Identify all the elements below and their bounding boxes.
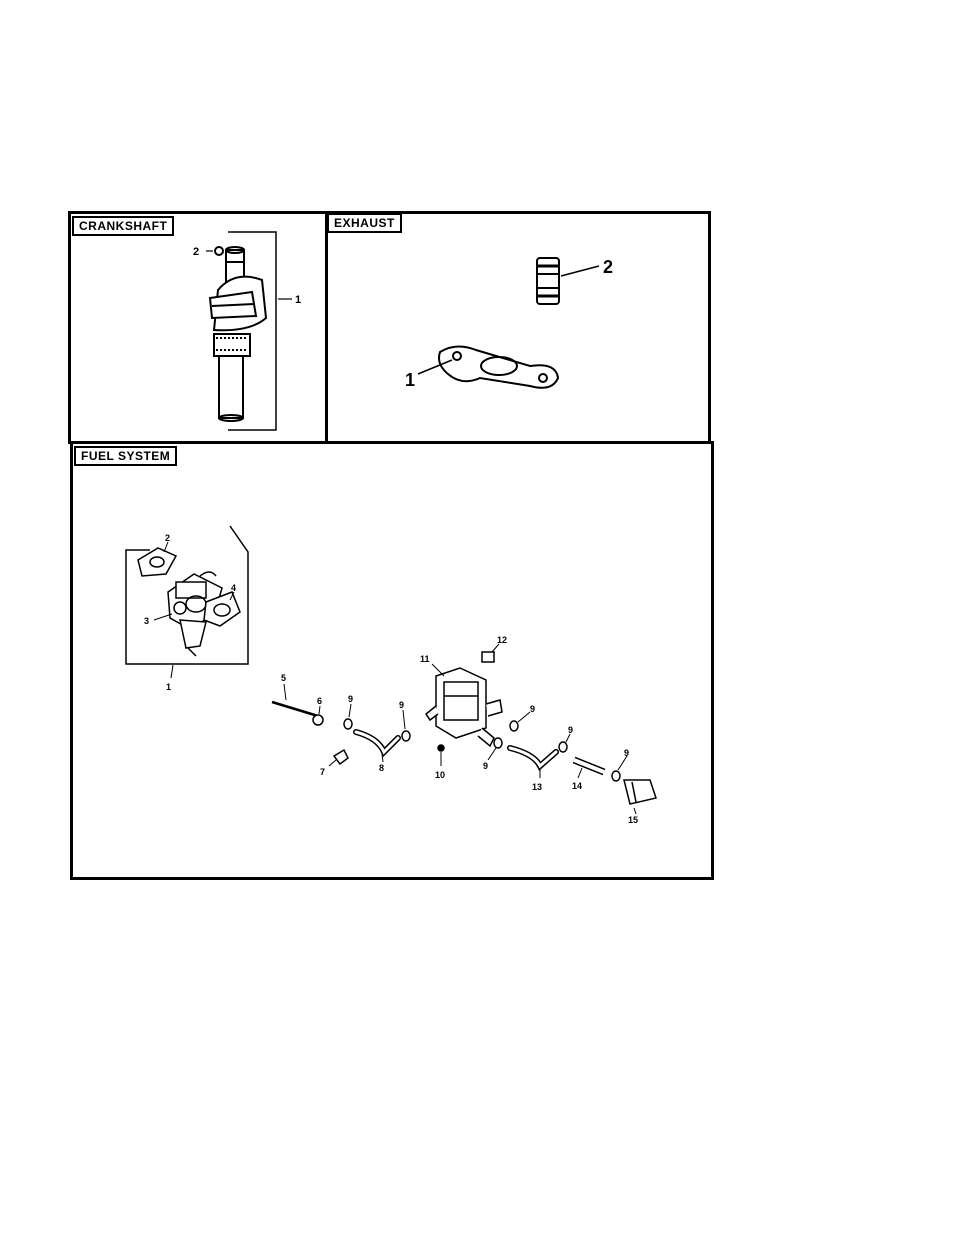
fuel-callout-5: 5 xyxy=(281,673,286,683)
fuel-callout-9b: 9 xyxy=(399,700,404,710)
crankshaft-callout-2: 2 xyxy=(193,246,199,258)
fuel-callout-9e: 9 xyxy=(568,725,573,735)
fuel-callout-3: 3 xyxy=(144,616,149,626)
fuel-callout-6: 6 xyxy=(317,696,322,706)
crankshaft-callout-1: 1 xyxy=(295,294,301,306)
fuel-callout-4: 4 xyxy=(231,583,236,593)
fuel-callout-9a: 9 xyxy=(348,694,353,704)
exhaust-illustration xyxy=(439,258,559,388)
fuel-callout-14: 14 xyxy=(572,781,582,791)
fuel-callout-8: 8 xyxy=(379,763,384,773)
fuel-callout-1: 1 xyxy=(166,682,171,692)
fuel-callout-13: 13 xyxy=(532,782,542,792)
fuel-line-parts xyxy=(272,652,656,804)
fuel-callout-11: 11 xyxy=(420,654,430,664)
exhaust-callout-1: 1 xyxy=(405,370,415,390)
carburetor-assembly xyxy=(126,526,248,664)
fuel-callout-2: 2 xyxy=(165,533,170,543)
exhaust-callout-2: 2 xyxy=(603,257,613,277)
fuel-callout-9f: 9 xyxy=(624,748,629,758)
fuel-callout-9c: 9 xyxy=(483,761,488,771)
fuel-callout-12: 12 xyxy=(497,635,507,645)
fuel-callout-15: 15 xyxy=(628,815,638,825)
fuel-callout-7: 7 xyxy=(320,767,325,777)
fuel-callout-9d: 9 xyxy=(530,704,535,714)
crankshaft-illustration xyxy=(210,232,276,430)
fuel-callout-10: 10 xyxy=(435,770,445,780)
